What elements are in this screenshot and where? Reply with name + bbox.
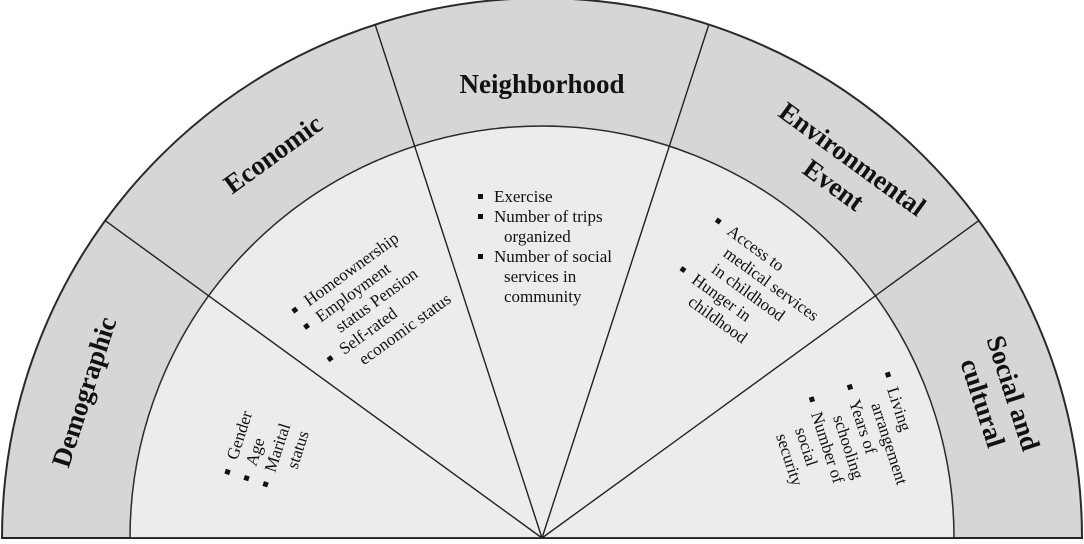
bullet-icon: [291, 306, 299, 314]
inner-sector-area: [129, 125, 955, 539]
sector-divider-3: [541, 24, 710, 539]
bullet-icon: [224, 468, 231, 476]
item-neighborhood-1: Exercise: [494, 187, 553, 206]
bullet-icon: [262, 481, 269, 488]
bullet-icon: [884, 371, 892, 378]
bullet-icon: [243, 474, 250, 482]
bullet-icon: [808, 396, 816, 403]
bullet-icon: [303, 322, 311, 330]
sector-divider-2: [374, 24, 543, 539]
sector-divider-4: [541, 220, 980, 539]
category-label-neighborhood: Neighborhood: [459, 69, 624, 99]
bullet-icon: [846, 383, 854, 391]
sector-divider-1: [104, 220, 543, 539]
bullet-icon: [679, 266, 687, 274]
bullet-icon: [478, 214, 483, 219]
bullet-icon: [714, 217, 722, 225]
bullet-icon: [478, 254, 483, 259]
sector-dividers: [104, 24, 980, 539]
bullet-icon: [478, 194, 483, 199]
bullet-icon: [326, 355, 334, 363]
